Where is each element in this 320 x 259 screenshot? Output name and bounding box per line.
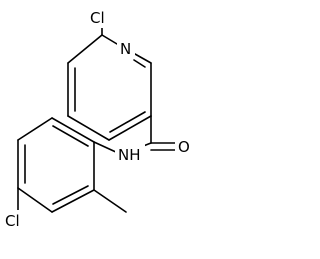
pyridine-ring	[67, 34, 152, 141]
label-mask-cl-top	[88, 6, 116, 28]
bond-n1-c6-inner	[133, 59, 146, 68]
bond-n-phenyl	[93, 141, 119, 154]
bond-n1-c6	[134, 53, 152, 64]
phenyl-ring	[17, 117, 119, 213]
bond-ph-2-3	[17, 117, 53, 141]
bond-ph-1-2	[51, 117, 95, 143]
bond-c2-n1	[101, 34, 118, 45]
bond-ph-1-2-inner	[52, 125, 89, 147]
amide-nh-label: NH	[118, 146, 141, 164]
chemical-structure-diagram: Cl N O NH Cl	[3, 6, 195, 232]
label-mask-o	[175, 136, 195, 156]
bond-c5-c4	[108, 115, 152, 141]
bond-c4-c3	[67, 115, 110, 141]
bond-ph-4-5	[17, 187, 53, 213]
chlorine-label-pyridine: Cl	[90, 9, 105, 27]
label-mask-nh	[115, 144, 145, 164]
bond-ph-5-6-inner	[52, 185, 89, 205]
label-mask-n	[117, 38, 135, 58]
oxygen-label: O	[178, 138, 190, 156]
chlorine-label-phenyl: Cl	[5, 212, 20, 230]
nitrogen-label-ring: N	[120, 40, 131, 58]
bond-ph-5-6	[51, 189, 95, 213]
bond-c5-c4-inner	[109, 111, 146, 133]
bond-c2-c1	[67, 34, 103, 64]
label-mask-cl-bottom	[3, 210, 31, 232]
bond-methyl	[93, 189, 127, 213]
